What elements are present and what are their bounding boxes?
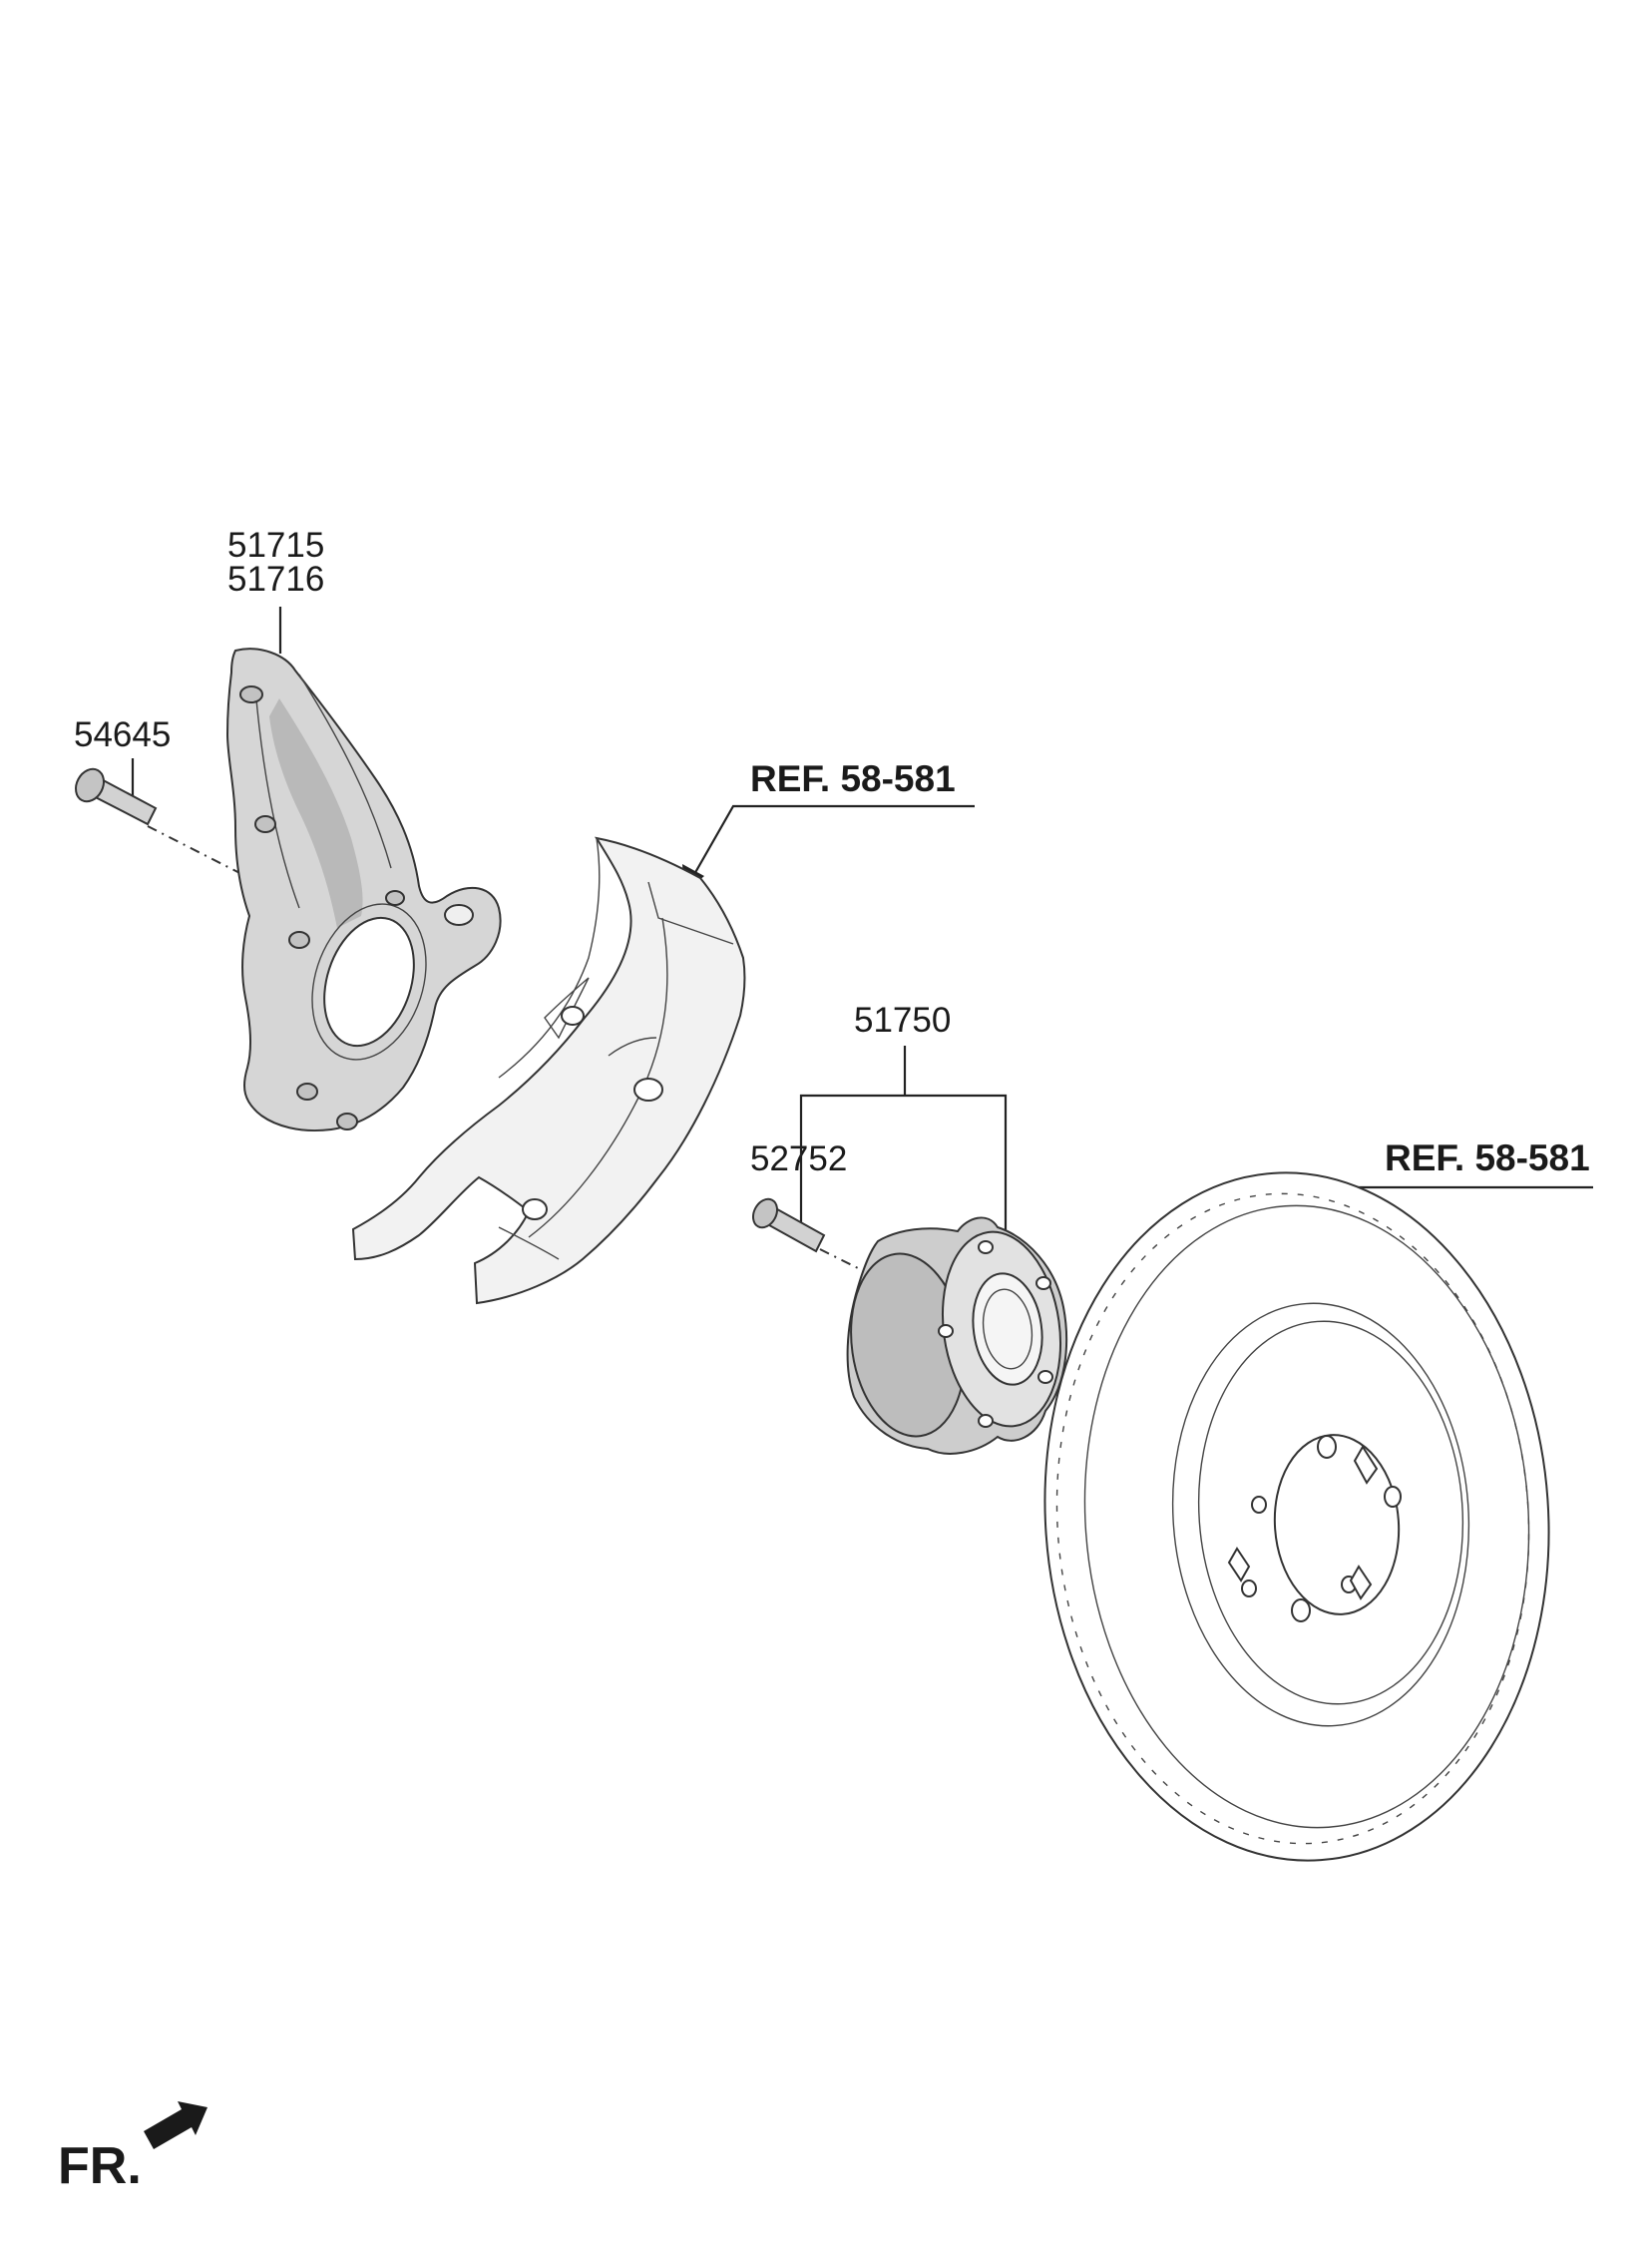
bracket-51750	[799, 1094, 1008, 1243]
steering-knuckle	[225, 648, 502, 1131]
leader-ref-dust-cover	[692, 804, 975, 877]
label-52752: 52752	[750, 1139, 847, 1178]
label-54645: 54645	[74, 715, 171, 754]
bolt-54645	[75, 767, 158, 826]
label-51750: 51750	[854, 1001, 951, 1040]
front-direction-indicator: FR.	[58, 2101, 207, 2195]
hub-bolt-52752	[752, 1197, 826, 1253]
brake-disc	[1043, 1171, 1550, 1862]
label-ref-dust-cover: REF. 58-581	[750, 758, 956, 799]
label-51716: 51716	[227, 560, 324, 599]
label-ref-disc: REF. 58-581	[1385, 1137, 1590, 1178]
front-arrow-icon	[144, 2101, 207, 2149]
hub-bearing-assembly	[846, 1216, 1068, 1455]
label-51715: 51715	[227, 526, 324, 565]
front-indicator-label: FR.	[58, 2137, 142, 2195]
dust-cover	[351, 836, 746, 1305]
